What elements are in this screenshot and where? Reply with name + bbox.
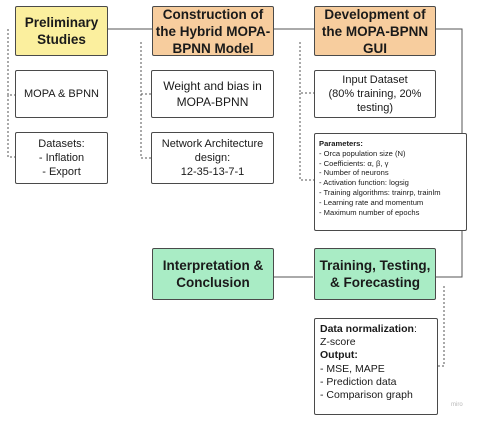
- param-item: - Activation function: logsig: [319, 178, 409, 188]
- mopa-bpnn-box[interactable]: MOPA & BPNN: [15, 70, 108, 118]
- parameters-title: Parameters:: [319, 139, 363, 148]
- param-item: - Orca population size (N): [319, 148, 406, 158]
- construction-title: Construction of the Hybrid MOPA-BPNN Mod…: [155, 6, 271, 56]
- training-box[interactable]: Training, Testing, & Forecasting: [314, 248, 436, 300]
- miro-watermark: miro: [451, 402, 463, 408]
- network-architecture-box[interactable]: Network Architecture design: 12-35-13-7-…: [151, 132, 274, 184]
- input-dataset-label: Input Dataset (80% training, 20% testing…: [328, 74, 422, 114]
- output-item: - Prediction data: [320, 375, 397, 388]
- param-item: - Number of neurons: [319, 168, 389, 178]
- datasets-label: Datasets: - Inflation - Export: [38, 138, 85, 178]
- preliminary-studies-title: Preliminary Studies: [24, 15, 99, 47]
- interpretation-box[interactable]: Interpretation & Conclusion: [152, 248, 274, 300]
- datasets-box[interactable]: Datasets: - Inflation - Export: [15, 132, 108, 184]
- normalization-line: Data normalization:: [320, 323, 417, 335]
- weight-bias-box[interactable]: Weight and bias in MOPA-BPNN: [151, 70, 274, 118]
- dotted-construction-item2: [140, 94, 151, 159]
- normalization-label: Data normalization: [320, 323, 414, 335]
- output-item: - Comparison graph: [320, 389, 413, 402]
- param-item: - Coefficients: α, β, γ: [319, 158, 389, 168]
- dotted-construction-item1: [140, 42, 151, 95]
- preliminary-studies-box[interactable]: Preliminary Studies: [15, 6, 108, 56]
- network-architecture-label: Network Architecture design: 12-35-13-7-…: [161, 138, 264, 178]
- development-box[interactable]: Development of the MOPA-BPNN GUI: [314, 6, 436, 56]
- param-item: - Maximum number of epochs: [319, 207, 420, 217]
- param-item: - Training algorithms: trainrp, trainlm: [319, 187, 441, 197]
- dotted-development-item2: [299, 93, 314, 181]
- dotted-prelim-item1: [7, 29, 15, 96]
- output-panel[interactable]: Data normalization: Z-score Output: - MS…: [314, 318, 438, 415]
- parameters-box[interactable]: Parameters: - Orca population size (N) -…: [314, 133, 467, 231]
- weight-bias-label: Weight and bias in MOPA-BPNN: [163, 79, 262, 109]
- output-item: - MSE, MAPE: [320, 362, 385, 375]
- dotted-development-item1: [299, 42, 314, 94]
- interpretation-title: Interpretation & Conclusion: [162, 258, 264, 290]
- training-title: Training, Testing, & Forecasting: [319, 258, 431, 290]
- construction-box[interactable]: Construction of the Hybrid MOPA-BPNN Mod…: [152, 6, 274, 56]
- normalization-value: Z-score: [320, 336, 356, 349]
- dotted-prelim-item2: [7, 95, 15, 158]
- dotted-training-output: [438, 286, 445, 367]
- input-dataset-box[interactable]: Input Dataset (80% training, 20% testing…: [314, 70, 436, 118]
- output-label: Output:: [320, 349, 358, 362]
- mopa-bpnn-label: MOPA & BPNN: [24, 88, 99, 100]
- param-item: - Learning rate and momentum: [319, 197, 424, 207]
- development-title: Development of the MOPA-BPNN GUI: [321, 6, 429, 56]
